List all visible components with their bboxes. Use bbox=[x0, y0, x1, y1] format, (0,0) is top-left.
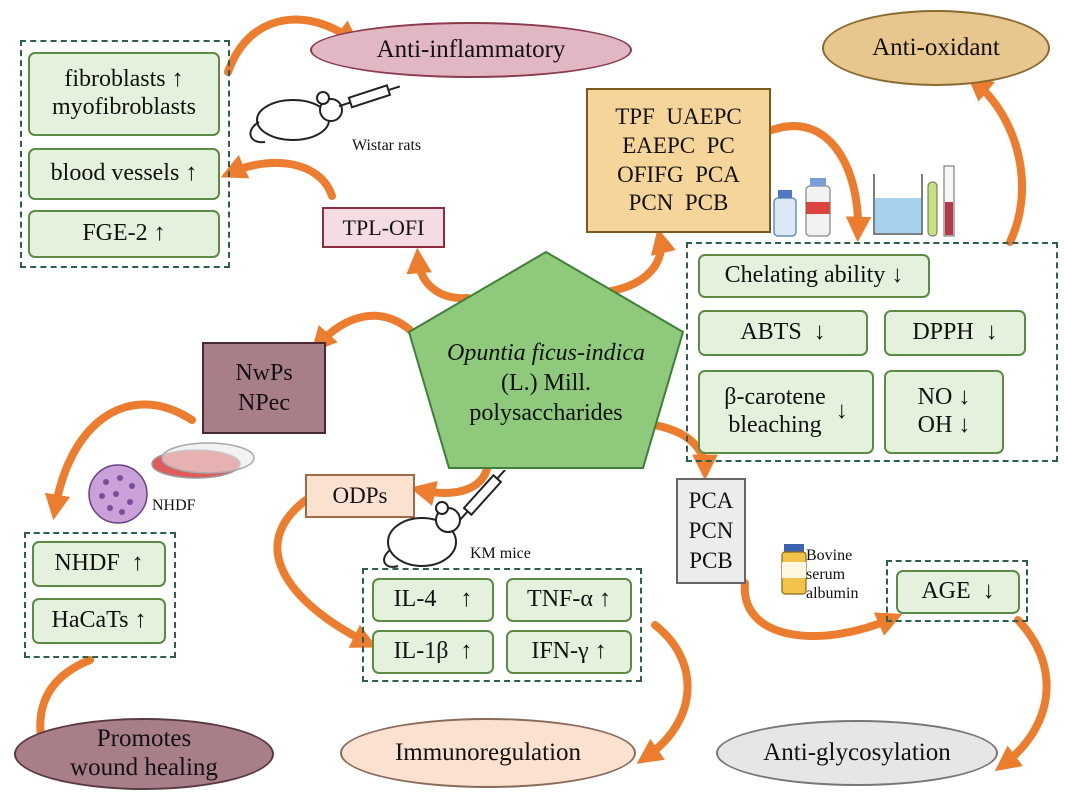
anti-inflammatory-ellipse: Anti-inflammatory bbox=[310, 22, 632, 78]
bsa-line-3: albumin bbox=[806, 585, 859, 603]
anti-oxidant-ellipse: Anti-oxidant bbox=[822, 10, 1050, 86]
inflammation-marker-group bbox=[20, 40, 230, 268]
marker-abts: ABTS ↓ bbox=[698, 310, 868, 356]
arrow-odps-to-immune bbox=[273, 496, 378, 648]
center-line-3: polysaccharides bbox=[469, 400, 623, 426]
arrow-immune-to-immunoregulation bbox=[636, 621, 692, 764]
pcb-label: PCB bbox=[689, 547, 733, 573]
nwps-label: NwPs bbox=[235, 360, 293, 386]
arrow-age-to-anti-glycosylation bbox=[994, 616, 1051, 772]
antioxidant-compound-line-1: TPF UAEPC bbox=[615, 104, 742, 129]
bsa-bottle-illustration bbox=[781, 544, 807, 595]
marker-il4: IL-4 ↑ bbox=[372, 578, 494, 622]
antioxidant-compound-line-4: PCN PCB bbox=[628, 190, 729, 216]
marker-chelating-label: Chelating ability ↓ bbox=[724, 262, 904, 289]
marker-abts-label: ABTS ↓ bbox=[740, 319, 826, 346]
marker-no-label: NO ↓ bbox=[917, 384, 971, 411]
antioxidant-compound-line-2: EAEPC PC bbox=[622, 132, 735, 158]
anti-glycosylation-label: Anti-glycosylation bbox=[763, 738, 951, 766]
petri-dish-illustration bbox=[151, 442, 255, 479]
marker-fibroblasts: fibroblasts ↑ myofibroblasts bbox=[28, 52, 220, 136]
marker-carotene-arrow: ↓ bbox=[835, 398, 848, 425]
nhdf-model-label: NHDF bbox=[152, 497, 196, 514]
marker-dpph: DPPH ↓ bbox=[884, 310, 1026, 356]
marker-age: AGE ↓ bbox=[896, 570, 1020, 614]
marker-il1b: IL-1β ↑ bbox=[372, 630, 494, 674]
pca-pcn-pcb-box: PCA PCN PCB bbox=[676, 478, 746, 584]
marker-oh-label: OH ↓ bbox=[917, 412, 971, 438]
immune-marker-group bbox=[362, 568, 642, 682]
odps-label: ODPs bbox=[332, 483, 388, 508]
marker-nhdf: NHDF ↑ bbox=[32, 541, 166, 587]
arrow-list-to-assays bbox=[768, 122, 872, 243]
antioxidant-compound-line-3: OFIFG PCA bbox=[617, 161, 740, 187]
arrow-nwps-to-nhdf bbox=[44, 400, 196, 521]
arrow-center-to-pca bbox=[644, 420, 718, 481]
km-mouse-illustration bbox=[383, 470, 506, 568]
marker-hacats: HaCaTs ↑ bbox=[32, 598, 166, 644]
marker-fge2-label: FGE-2 ↑ bbox=[82, 220, 166, 247]
marker-hacats-label: HaCaTs ↑ bbox=[51, 607, 147, 634]
lab-glassware-illustration bbox=[773, 165, 955, 237]
bsa-line-2: serum bbox=[806, 566, 846, 584]
nwps-npec-box: NwPs NPec bbox=[202, 342, 326, 434]
marker-blood-vessels: blood vessels ↑ bbox=[28, 148, 220, 200]
marker-blood-vessels-label: blood vessels ↑ bbox=[50, 160, 198, 187]
marker-fge2: FGE-2 ↑ bbox=[28, 210, 220, 258]
pcn-label: PCN bbox=[688, 518, 734, 544]
antioxidant-compound-box: TPF UAEPC EAEPC PC OFIFG PCA PCN PCB bbox=[586, 88, 771, 233]
marker-il4-label: IL-4 ↑ bbox=[393, 586, 473, 613]
arrow-center-to-nwps bbox=[311, 311, 414, 353]
marker-tnf: TNF-α ↑ bbox=[506, 578, 632, 622]
marker-nhdf-label: NHDF ↑ bbox=[54, 550, 144, 577]
tpl-ofi-box: TPL-OFI bbox=[322, 207, 445, 248]
wound-healing-line-2: wound healing bbox=[70, 754, 218, 781]
anti-oxidant-label: Anti-oxidant bbox=[872, 33, 1000, 61]
bsa-line-1: Bovine bbox=[806, 547, 853, 564]
center-label: Opuntia ficus-indica (L.) Mill. polysacc… bbox=[405, 338, 687, 428]
marker-no-oh: NO ↓ OH ↓ bbox=[884, 370, 1004, 454]
pentagon-shape bbox=[407, 250, 685, 469]
immunoregulation-ellipse: Immunoregulation bbox=[340, 718, 636, 788]
wound-healing-line-1: Promotes bbox=[96, 725, 192, 753]
anti-glycosylation-ellipse: Anti-glycosylation bbox=[716, 720, 998, 786]
tpl-ofi-label: TPL-OFI bbox=[342, 214, 425, 240]
center-line-2: (L.) Mill. bbox=[501, 370, 591, 396]
marker-fibroblasts-line-1: fibroblasts ↑ bbox=[64, 66, 184, 93]
arrow-pca-to-age bbox=[740, 579, 903, 640]
oxidant-marker-group bbox=[686, 242, 1058, 462]
center-line-1: Opuntia ficus-indica bbox=[447, 340, 645, 366]
center-pentagon: Opuntia ficus-indica (L.) Mill. polysacc… bbox=[405, 248, 687, 472]
wistar-label: Wistar rats bbox=[352, 137, 422, 154]
npec-label: NPec bbox=[238, 390, 290, 416]
marker-carotene-line-1: β-carotene bbox=[724, 384, 826, 411]
marker-carotene: β-carotene bleaching ↓ bbox=[698, 370, 874, 454]
immunoregulation-label: Immunoregulation bbox=[394, 738, 582, 766]
arrow-center-to-antioxidant-list bbox=[602, 228, 676, 296]
arrow-tplofi-to-blood-vessels bbox=[220, 155, 336, 200]
km-mice-label: KM mice bbox=[470, 545, 531, 562]
pca-label: PCA bbox=[688, 488, 734, 514]
marker-dpph-label: DPPH ↓ bbox=[912, 319, 998, 346]
wistar-rat-illustration bbox=[249, 84, 401, 144]
marker-fibroblasts-line-2: myofibroblasts bbox=[52, 94, 196, 120]
anti-inflammatory-label: Anti-inflammatory bbox=[376, 35, 566, 63]
marker-age-label: AGE ↓ bbox=[921, 578, 995, 605]
marker-chelating: Chelating ability ↓ bbox=[698, 254, 930, 298]
nhdf-cell-illustration bbox=[88, 464, 148, 524]
bsa-label: Bovine serum albumin bbox=[806, 546, 858, 604]
odps-box: ODPs bbox=[305, 474, 415, 518]
marker-ifn: IFN-γ ↑ bbox=[506, 630, 632, 674]
marker-tnf-label: TNF-α ↑ bbox=[527, 586, 611, 613]
marker-carotene-line-2: bleaching bbox=[728, 412, 822, 438]
arrow-to-anti-inflammatory bbox=[224, 15, 361, 76]
glyco-marker-group bbox=[886, 560, 1028, 622]
wound-marker-group bbox=[24, 532, 176, 658]
arrow-assays-to-anti-oxidant bbox=[967, 75, 1026, 246]
marker-ifn-label: IFN-γ ↑ bbox=[531, 638, 607, 665]
marker-il1b-label: IL-1β ↑ bbox=[393, 638, 473, 665]
wound-healing-ellipse: Promotes wound healing bbox=[14, 718, 274, 790]
arrow-center-to-tplofi bbox=[406, 247, 472, 303]
